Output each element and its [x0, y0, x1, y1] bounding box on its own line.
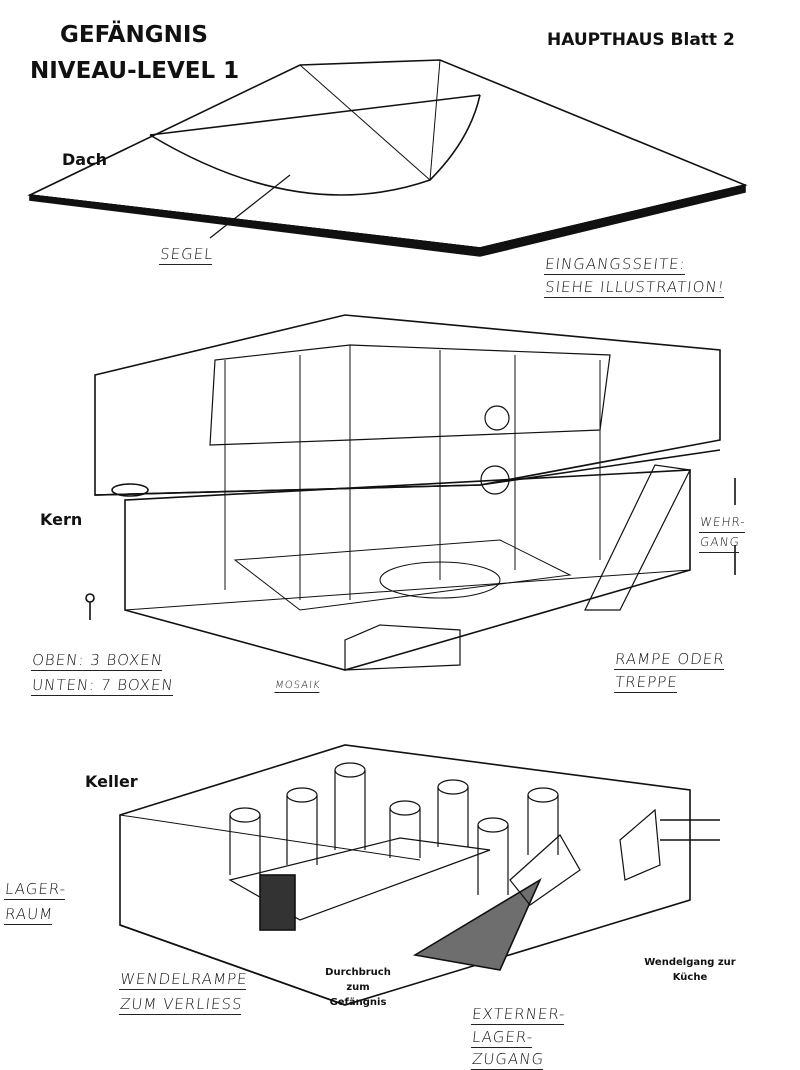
sail-annotation: SEGEL: [158, 245, 215, 265]
mosaic-label: MOSAIK: [274, 680, 322, 693]
sheet-label: HAUPTHAUS Blatt 2: [547, 30, 735, 50]
ramp-label-2: TREPPE: [613, 673, 679, 693]
external-label-2: LAGER-: [470, 1028, 535, 1048]
roof-drawing: [27, 59, 748, 257]
cellar-drawing: [119, 744, 720, 1006]
storage-label-2: RAUM: [3, 905, 55, 925]
core-drawing: [85, 314, 736, 671]
breach-line-3: Gefängnis: [329, 997, 387, 1008]
cellar-label: Keller: [85, 772, 138, 791]
kitchen-line-2: Küche: [672, 972, 708, 983]
spiral-ramp-label-1: WENDELRAMPE: [118, 970, 249, 990]
entrance-note-2: SIEHE ILLUSTRATION!: [543, 278, 726, 298]
entrance-note-1: EINGANGSSEITE:: [543, 255, 687, 275]
kitchen-label: Wendelgang zur Küche: [640, 955, 740, 985]
spiral-ramp-label-2: ZUM VERLIESS: [118, 995, 244, 1015]
roof-label: Dach: [62, 150, 107, 169]
external-label-3: ZUGANG: [470, 1050, 546, 1070]
core-label: Kern: [40, 510, 83, 529]
storage-label-1: LAGER-: [3, 880, 68, 900]
breach-line-2: zum: [346, 982, 370, 993]
external-label-1: EXTERNER-: [470, 1005, 567, 1025]
kitchen-line-1: Wendelgang zur: [644, 957, 736, 968]
walkway-label-2: GANG: [698, 533, 741, 553]
breach-line-1: Durchbruch: [325, 967, 391, 978]
ramp-label-1: RAMPE ODER: [613, 650, 726, 670]
boxes-lower: UNTEN: 7 BOXEN: [30, 676, 175, 696]
boxes-upper: OBEN: 3 BOXEN: [30, 651, 164, 671]
title-line-2: NIVEAU-LEVEL 1: [30, 58, 240, 84]
walkway-label-1: WEHR-: [698, 513, 747, 533]
title-line-1: GEFÄNGNIS: [60, 22, 208, 48]
breach-label: Durchbruch zum Gefängnis: [318, 965, 398, 1010]
